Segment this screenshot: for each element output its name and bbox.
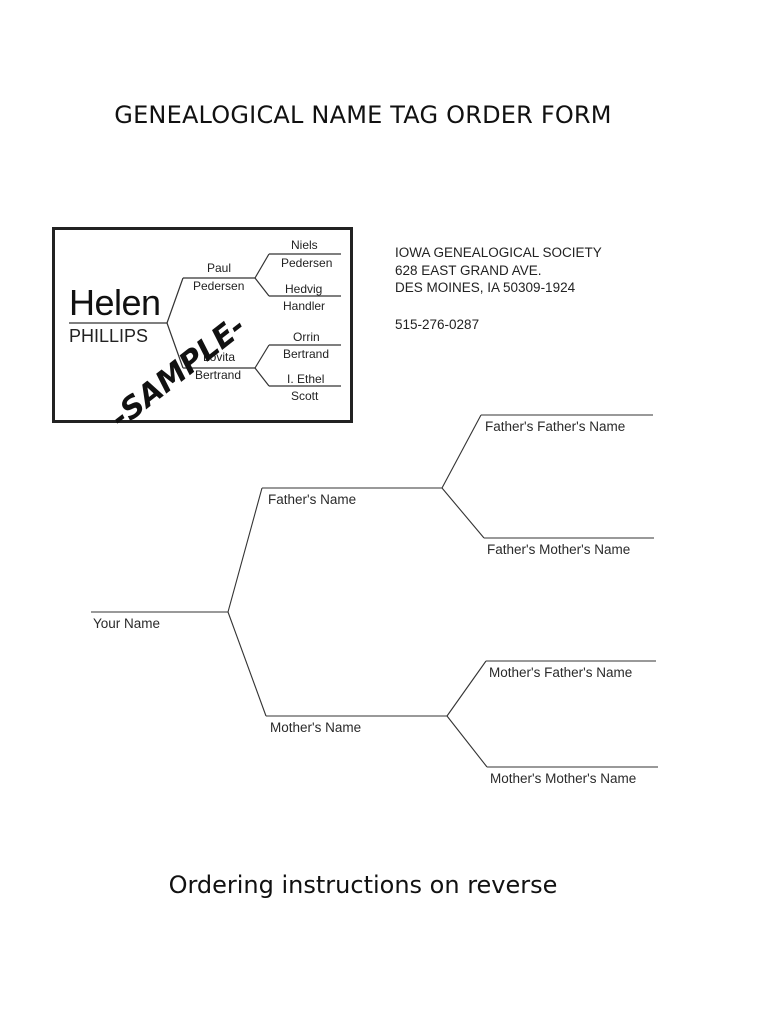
society-city: DES MOINES, IA 50309-1924 — [395, 280, 576, 295]
mf-name-label: Mother's Father's Name — [489, 665, 633, 680]
ff-name-label: Father's Father's Name — [485, 419, 626, 434]
fm-name-label: Father's Mother's Name — [487, 542, 631, 557]
society-phone: 515-276-0287 — [395, 317, 480, 332]
sample-surname: PHILLIPS — [69, 326, 149, 346]
fathers-name-label: Father's Name — [268, 492, 357, 507]
sample-mf-last: Bertrand — [283, 347, 330, 361]
page-title: GENEALOGICAL NAME TAG ORDER FORM — [114, 101, 612, 129]
mm-name-label: Mother's Mother's Name — [490, 771, 637, 786]
sample-mother-last: Bertrand — [195, 368, 242, 382]
sample-name-tag: Helen PHILLIPS Paul Pedersen Niels Peder… — [52, 227, 353, 423]
sample-ff-first: Niels — [291, 238, 318, 252]
sample-father-last: Pedersen — [193, 279, 245, 293]
sample-mf-first: Orrin — [293, 330, 320, 344]
sample-first-name: Helen — [69, 282, 161, 323]
sample-mm-first: I. Ethel — [287, 372, 325, 386]
mothers-name-label: Mother's Name — [270, 720, 362, 735]
sample-ff-last: Pedersen — [281, 256, 333, 270]
your-name-label: Your Name — [93, 616, 161, 631]
sample-mother-first: Lovita — [203, 350, 236, 364]
ordering-instructions-note: Ordering instructions on reverse — [168, 871, 558, 899]
society-name: IOWA GENEALOGICAL SOCIETY — [395, 245, 602, 260]
sample-father-first: Paul — [207, 261, 232, 275]
sample-tree-lines — [69, 253, 341, 387]
society-street: 628 EAST GRAND AVE. — [395, 263, 542, 278]
sample-fm-last: Handler — [283, 299, 326, 313]
sample-fm-first: Hedvig — [285, 282, 323, 296]
sample-mm-last: Scott — [291, 389, 319, 403]
